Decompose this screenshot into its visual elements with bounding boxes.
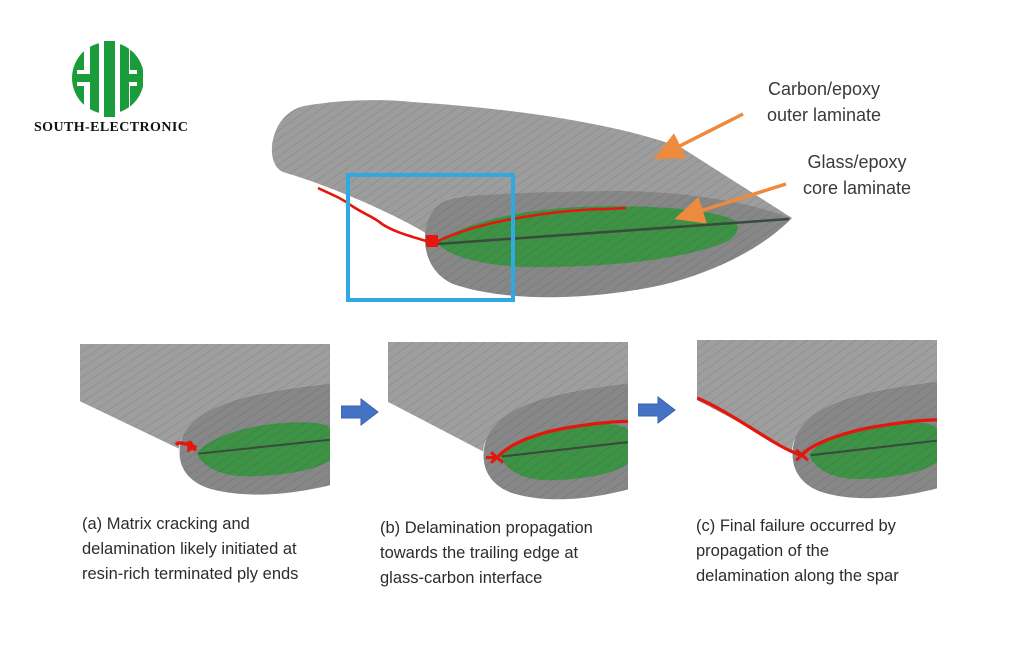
stage-a-figure bbox=[80, 344, 330, 495]
surface-crack-line bbox=[317, 186, 427, 243]
caption-stage-c: (c) Final failure occurred by propagatio… bbox=[696, 517, 899, 586]
stage-b-figure bbox=[388, 342, 628, 500]
carbon-arrow bbox=[653, 112, 744, 160]
caption-stage-b: (b) Delamination propagation towards the… bbox=[380, 519, 593, 588]
glass-epoxy-label: Glass/epoxy core laminate bbox=[802, 152, 912, 199]
flow-arrow-icon bbox=[341, 397, 379, 427]
glass-arrow bbox=[674, 182, 787, 224]
carbon-epoxy-label: Carbon/epoxy outer laminate bbox=[766, 79, 882, 126]
company-logo-icon bbox=[72, 41, 143, 117]
wing-top-surface-texture bbox=[271, 100, 793, 236]
flow-arrow-icon bbox=[638, 395, 676, 425]
airfoil-overview-figure bbox=[271, 100, 793, 302]
caption-stage-a: (a) Matrix cracking and delamination lik… bbox=[82, 515, 299, 584]
delamination-path bbox=[495, 419, 628, 459]
stage-c-figure bbox=[697, 340, 937, 499]
spar-line bbox=[436, 217, 790, 246]
company-logo: SOUTH-ELECTRONIC bbox=[34, 40, 216, 136]
crack-initiation-marker bbox=[426, 235, 438, 247]
highlight-box bbox=[346, 173, 515, 302]
delamination-line bbox=[437, 206, 627, 243]
company-logo-text: SOUTH-ELECTRONIC bbox=[34, 120, 189, 135]
